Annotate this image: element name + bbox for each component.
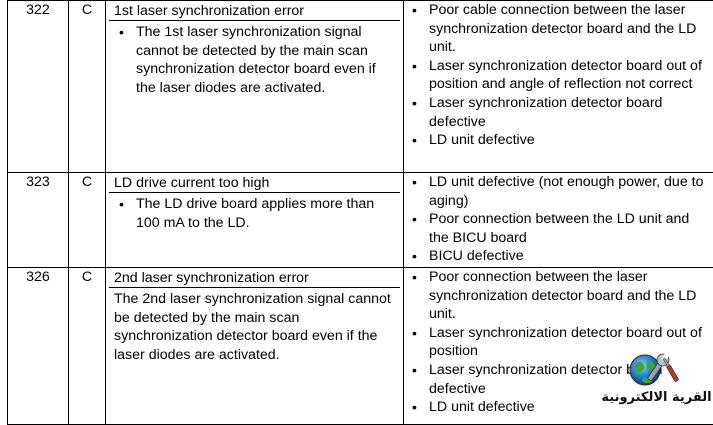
sc-class: C (69, 1, 106, 173)
table-row: 323 C LD drive current too high The LD d… (8, 173, 713, 268)
sc-class: C (69, 173, 106, 268)
symptom-title: 1st laser synchronization error (109, 1, 400, 21)
cause-item: Laser synchronization detector board out… (407, 57, 710, 94)
sc-code: 322 (8, 1, 69, 173)
cause-item: LD unit defective (not enough power, due… (407, 173, 710, 210)
cause-item: Poor connection between the LD unit and … (407, 210, 710, 247)
sc-code: 323 (8, 173, 69, 268)
symptom-body: The LD drive board applies more than 100… (109, 193, 400, 232)
symptom-cell: 2nd laser synchronization error The 2nd … (106, 268, 404, 425)
watermark-logo: القرية الالكترونية (600, 352, 713, 410)
symptom-cell: 1st laser synchronization error The 1st … (106, 1, 404, 173)
cause-item: BICU defective (407, 247, 710, 266)
table-row: 322 C 1st laser synchronization error Th… (8, 1, 713, 173)
symptom-bullet: The LD drive board applies more than 100… (114, 195, 395, 232)
causes-cell: LD unit defective (not enough power, due… (404, 173, 713, 268)
sc-code: 326 (8, 268, 69, 425)
symptom-title: 2nd laser synchronization error (109, 268, 400, 288)
cause-item: LD unit defective (407, 131, 710, 150)
cause-item: Poor connection between the laser synchr… (407, 268, 710, 324)
globe-wrench-icon (625, 352, 687, 392)
symptom-body: The 1st laser synchronization signal can… (109, 21, 400, 97)
watermark-text: القرية الالكترونية (600, 390, 713, 405)
symptom-bullet: The 1st laser synchronization signal can… (114, 23, 395, 97)
causes-cell: Poor cable connection between the laser … (404, 1, 713, 173)
symptom-title: LD drive current too high (109, 173, 400, 193)
cause-item: Poor cable connection between the laser … (407, 1, 710, 57)
symptom-cell: LD drive current too high The LD drive b… (106, 173, 404, 268)
symptom-body: The 2nd laser synchronization signal can… (109, 288, 400, 364)
cause-item: Laser synchronization detector board def… (407, 94, 710, 131)
sc-class: C (69, 268, 106, 425)
